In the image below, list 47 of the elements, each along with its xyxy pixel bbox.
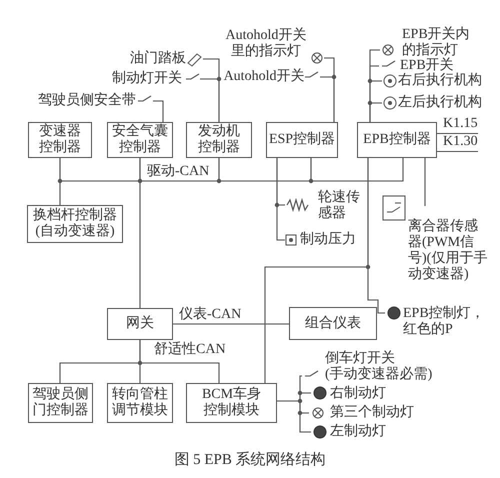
bus-label: 驱动-CAN bbox=[146, 164, 210, 180]
module-box: 驾驶员侧门控制器 bbox=[28, 383, 93, 423]
component-label: EPB开关 bbox=[400, 58, 454, 73]
module-box: 组合仪表 bbox=[289, 307, 377, 340]
module-box: BCM车身控制模块 bbox=[186, 383, 277, 423]
module-box: 变速器控制器 bbox=[28, 122, 92, 158]
connector-line bbox=[276, 158, 285, 241]
component-label: 倒车灯开关(手动变速器必需) bbox=[325, 351, 434, 383]
component-label: 第三个制动灯 bbox=[330, 405, 414, 421]
connector-line bbox=[218, 158, 312, 182]
module-box: EPB控制器 bbox=[357, 122, 437, 158]
module-box: 网关 bbox=[107, 308, 173, 340]
bus-label: 仪表-CAN bbox=[178, 307, 242, 323]
connector-line bbox=[369, 102, 382, 122]
connector-line bbox=[153, 100, 164, 122]
terminal-label: K1.30 bbox=[437, 134, 478, 152]
component-label: Autohold开关 bbox=[224, 69, 304, 85]
connector-line bbox=[424, 158, 426, 206]
component-label: 制动灯开关 bbox=[112, 71, 182, 87]
component-label: 离合器传感器(PWM信号)(仅用于手动变速器) bbox=[408, 206, 488, 296]
component-label: Autohold开关里的指示灯 bbox=[224, 28, 308, 60]
module-box: ESP控制器 bbox=[266, 122, 338, 158]
figure-caption: 图 5 EPB 系统网络结构 bbox=[173, 450, 327, 469]
bus-label: 舒适性CAN bbox=[153, 342, 227, 358]
component-label: 右后执行机构 bbox=[398, 73, 482, 89]
connector-line bbox=[310, 158, 404, 182]
module-box: 发动机控制器 bbox=[186, 122, 252, 158]
component-label: 左制动灯 bbox=[330, 424, 386, 440]
connector-line bbox=[139, 158, 141, 308]
connector-line bbox=[173, 323, 289, 325]
module-box: 安全气囊控制器 bbox=[107, 122, 173, 158]
connector-line bbox=[59, 158, 61, 205]
connector-line bbox=[264, 158, 369, 383]
component-label: 油门踏板 bbox=[130, 51, 186, 67]
connector-line bbox=[320, 76, 335, 122]
terminal-label: K1.15 bbox=[437, 116, 478, 134]
connector-line bbox=[200, 78, 220, 122]
component-label: 驾驶员侧安全带 bbox=[38, 93, 136, 109]
module-box: 转向管柱调节模块 bbox=[107, 383, 173, 423]
component-label: 右制动灯 bbox=[330, 386, 386, 402]
component-label: EPB控制灯，红色的P bbox=[403, 306, 486, 338]
component-label: EPB开关内的指示灯 bbox=[402, 27, 471, 58]
component-label: 轮速传感器 bbox=[318, 190, 361, 222]
component-label: 制动压力 bbox=[300, 232, 356, 248]
module-box: 换档杆控制器(自动变速器) bbox=[27, 205, 123, 243]
connector-line bbox=[139, 340, 220, 383]
component-label: 左后执行机构 bbox=[398, 95, 482, 111]
